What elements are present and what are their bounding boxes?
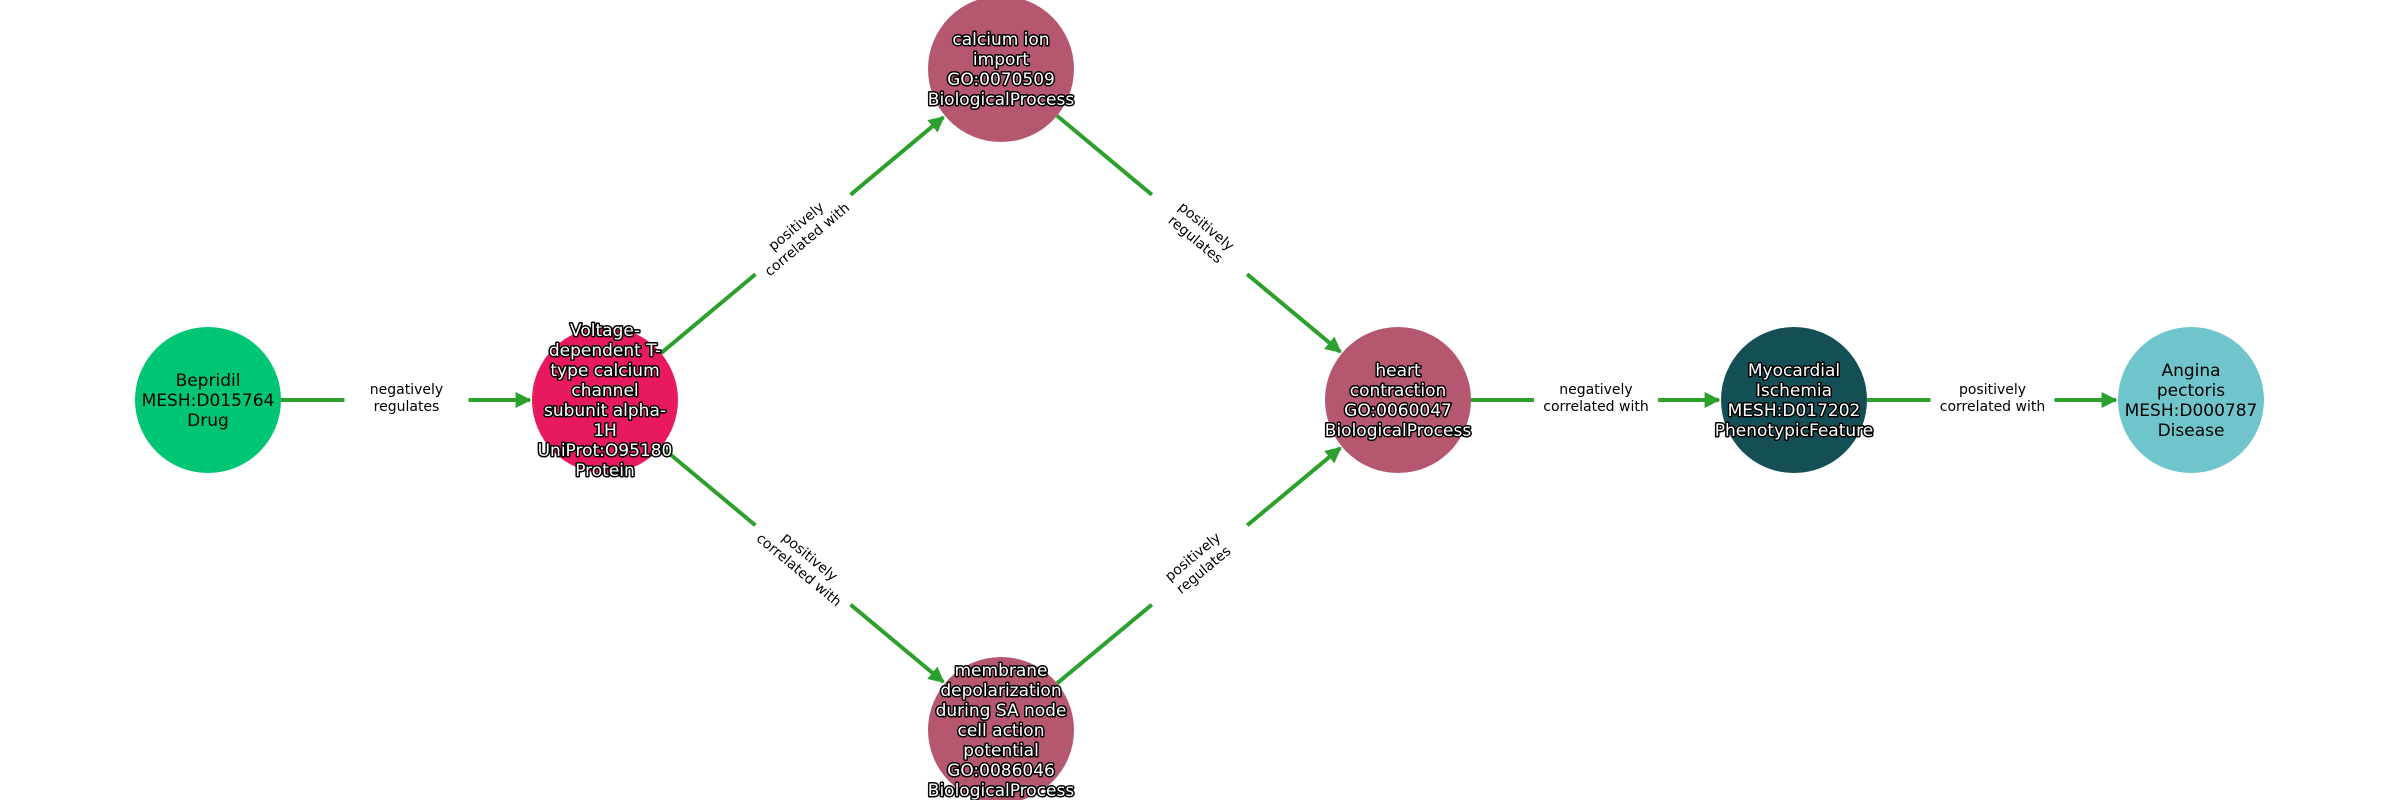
node-cacna1h[interactable]: Voltage-dependent T-type calciumchannels…	[532, 320, 678, 483]
node-label-line: Protein	[575, 461, 635, 481]
node-label-line: 1H	[593, 421, 617, 441]
node-circle[interactable]	[2118, 327, 2264, 473]
node-label-line: calcium ion	[952, 30, 1049, 50]
node-label-line: BiologicalProcess	[928, 90, 1075, 110]
node-label-line: MESH:D015764	[142, 391, 275, 411]
node-label-line: Drug	[187, 411, 229, 431]
node-label-line: Myocardial	[1748, 361, 1840, 381]
edge-label-line: negatively	[370, 382, 443, 398]
node-label-line: MESH:D000787	[2125, 401, 2258, 421]
node-heart[interactable]: heartcontractionGO:0060047BiologicalProc…	[1323, 327, 1473, 473]
node-label-line: during SA node	[936, 701, 1067, 721]
node-circle[interactable]	[532, 327, 678, 473]
edge-label-line: correlated with	[1940, 399, 2045, 415]
node-label-line: BiologicalProcess	[928, 781, 1075, 800]
node-label-line: pectoris	[2157, 381, 2225, 401]
node-label-line: GO:0060047	[1344, 401, 1452, 421]
edge-label-line: negatively	[1559, 382, 1632, 398]
node-label-line: subunit alpha-	[544, 401, 666, 421]
edge-label-line: correlated with	[1543, 399, 1648, 415]
node-label-line: import	[973, 50, 1029, 70]
node-circle[interactable]	[1325, 327, 1471, 473]
node-label-line: BiologicalProcess	[1325, 421, 1472, 441]
node-label-line: depolarization	[940, 681, 1061, 701]
node-label-line: type calcium	[550, 361, 659, 381]
node-label-line: GO:0070509	[947, 70, 1055, 90]
node-label-line: UniProt:O95180	[538, 441, 673, 461]
node-label-line: Ischemia	[1756, 381, 1832, 401]
node-label-line: MESH:D017202	[1728, 401, 1861, 421]
node-label-line: PhenotypicFeature	[1715, 421, 1874, 441]
node-ischemia[interactable]: MyocardialIschemiaMESH:D017202Phenotypic…	[1713, 327, 1875, 473]
node-circle[interactable]	[135, 327, 281, 473]
node-label-line: heart	[1375, 361, 1421, 381]
node-label-line: Angina	[2161, 361, 2220, 381]
node-label-line: Bepridil	[176, 371, 241, 391]
node-circle[interactable]	[1721, 327, 1867, 473]
node-label-line: potential	[963, 741, 1039, 761]
node-circle[interactable]	[928, 657, 1074, 800]
node-label-line: GO:0086046	[947, 761, 1055, 781]
node-label-line: Voltage-	[570, 321, 640, 341]
node-label-line: membrane	[954, 661, 1047, 681]
node-calcium[interactable]: calcium ionimportGO:0070509BiologicalPro…	[926, 0, 1076, 142]
node-label-line: cell action	[958, 721, 1045, 741]
node-label-line: Disease	[2158, 421, 2225, 441]
edge-label-line: regulates	[374, 399, 440, 415]
node-label-line: channel	[571, 381, 638, 401]
node-label-line: dependent T-	[549, 341, 661, 361]
node-label-line: contraction	[1350, 381, 1447, 401]
edge-label-line: positively	[1959, 382, 2026, 398]
node-circle[interactable]	[928, 0, 1074, 142]
